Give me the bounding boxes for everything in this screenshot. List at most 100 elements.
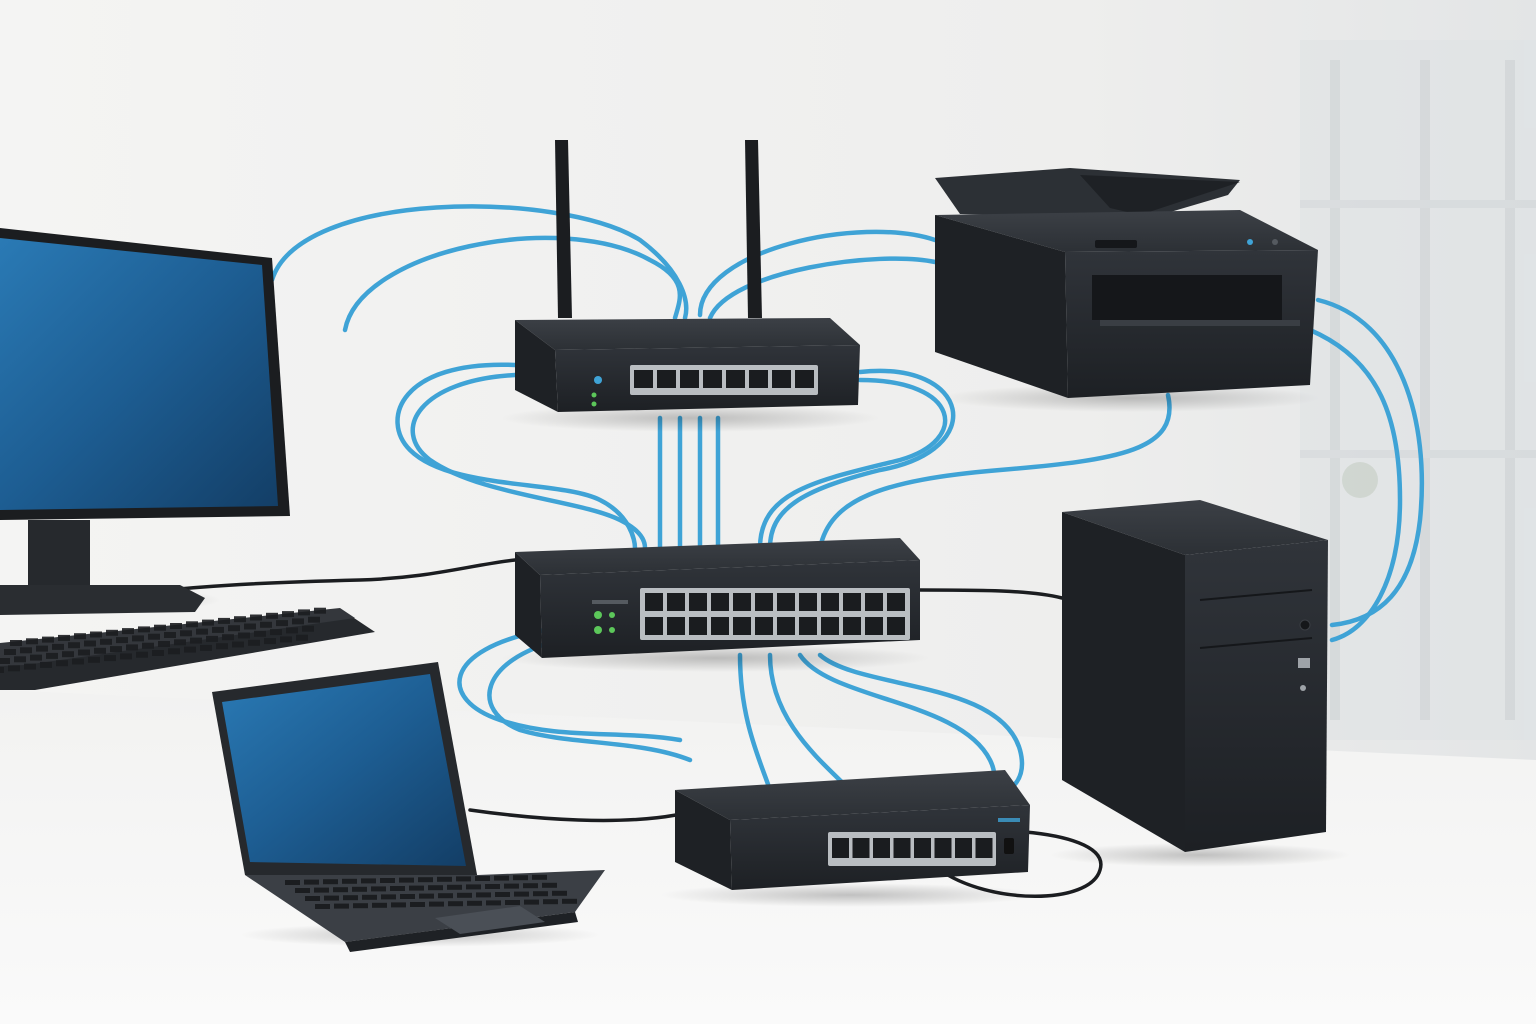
laptop-key <box>543 899 558 905</box>
laptop-key <box>513 875 528 881</box>
switch8-port <box>955 838 972 858</box>
keyboard-key <box>42 636 54 643</box>
router-top <box>515 318 860 350</box>
switch24-port <box>799 617 817 635</box>
laptop-key <box>400 894 415 899</box>
laptop-key <box>457 892 472 898</box>
wireless-router <box>500 140 880 432</box>
laptop-key <box>476 892 491 898</box>
keyboard-key <box>84 640 96 647</box>
keyboard-key <box>248 639 260 646</box>
laptop-key <box>486 900 501 906</box>
switch24-port <box>733 593 751 611</box>
laptop-key <box>315 904 330 909</box>
keyboard <box>0 607 375 690</box>
keyboard-key <box>0 658 10 664</box>
keyboard-key <box>260 621 272 628</box>
laptop-key <box>524 899 539 905</box>
monitor-base <box>0 585 205 615</box>
keyboard-keys <box>0 607 326 673</box>
keyboard-key <box>74 633 86 640</box>
keyboard-key <box>4 649 16 655</box>
laptop-key <box>448 901 463 907</box>
switch24-port <box>711 593 729 611</box>
keyboard-key <box>264 638 276 645</box>
laptop-key <box>456 876 471 882</box>
printer-side <box>935 215 1068 398</box>
keyboard-key <box>120 653 132 660</box>
keyboard-key <box>292 618 304 625</box>
laptop-key <box>371 886 386 892</box>
keyboard-key <box>136 651 148 658</box>
keyboard-key <box>90 631 102 638</box>
keyboard-key <box>244 623 256 630</box>
keyboard-key <box>100 638 112 645</box>
laptop-key <box>504 883 519 889</box>
laptop <box>212 662 605 952</box>
router-port <box>772 370 791 388</box>
laptop-key <box>333 887 348 893</box>
switch24-port <box>887 617 905 635</box>
laptop-key <box>428 885 443 891</box>
laptop-touchpad <box>435 906 545 934</box>
keyboard-key <box>174 639 186 646</box>
switch24-port <box>645 593 663 611</box>
switch24-led-2 <box>594 626 602 634</box>
keyboard-key <box>286 627 298 634</box>
keyboard-key <box>158 641 170 647</box>
laptop-key <box>410 902 425 907</box>
keyboard-key <box>106 629 118 636</box>
printer-button-icon-2 <box>1272 239 1278 245</box>
router-port <box>726 370 745 388</box>
keyboard-key <box>200 644 212 651</box>
switch24-port <box>821 617 839 635</box>
laptop-key <box>353 903 368 909</box>
keyboard-key <box>148 633 160 640</box>
keyboard-key <box>222 634 234 641</box>
keyboard-key <box>0 667 4 673</box>
keyboard-key <box>308 616 320 623</box>
laptop-key <box>334 903 349 909</box>
laptop-key <box>447 884 462 890</box>
keyboard-key <box>24 663 36 670</box>
laptop-key <box>533 891 548 897</box>
network-switch-8 <box>660 770 1040 907</box>
router-antenna-left <box>555 140 572 318</box>
switch24-port <box>887 593 905 611</box>
tower-power-button <box>1299 619 1311 631</box>
keyboard-key <box>78 649 90 656</box>
tower-side <box>1062 512 1185 852</box>
keyboard-key <box>216 643 228 650</box>
laptop-keyboard <box>285 874 577 909</box>
keyboard-key <box>152 650 164 656</box>
keyboard-key <box>94 647 106 654</box>
keyboard-key <box>164 632 176 638</box>
keyboard-key <box>154 624 166 631</box>
blue-cables <box>269 204 1425 798</box>
laptop-key <box>562 898 577 904</box>
laptop-key <box>285 880 300 885</box>
keyboard-key <box>212 626 224 633</box>
router-port <box>703 370 722 388</box>
router-port <box>795 370 814 388</box>
laptop-key <box>418 877 433 883</box>
laptop-key <box>342 878 357 884</box>
keyboard-key <box>46 652 58 659</box>
keyboard-key <box>170 623 182 629</box>
laptop-key <box>532 874 547 880</box>
laptop-key <box>295 888 310 893</box>
keyboard-key <box>30 654 42 661</box>
switch8-port <box>873 838 890 858</box>
laptop-key <box>505 900 520 905</box>
switch24-ports <box>645 593 905 635</box>
keyboard-key <box>58 634 70 641</box>
keyboard-key <box>298 609 310 616</box>
laptop-key <box>391 902 406 908</box>
switch24-port <box>667 593 685 611</box>
switch24-port <box>667 617 685 635</box>
switch24-top <box>515 538 920 575</box>
keyboard-key <box>10 640 22 646</box>
switch8-port <box>914 838 931 858</box>
laptop-key <box>495 892 510 897</box>
